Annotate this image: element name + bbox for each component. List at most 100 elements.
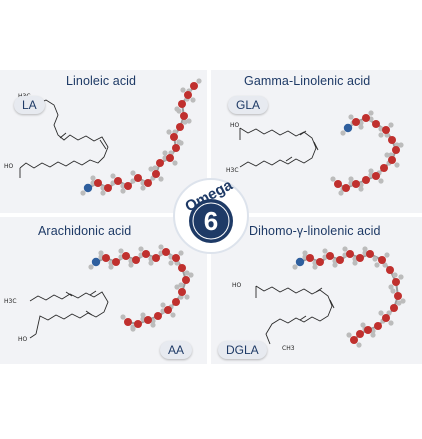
gla-hydrogen-atom <box>338 190 344 196</box>
la-hydrogen-atom <box>186 118 192 124</box>
la-carbon-atom <box>156 159 164 167</box>
dgla-hydrogen-atom <box>322 248 328 254</box>
la-carbon-atom <box>178 100 186 108</box>
dgla-hydrogen-atom <box>370 332 376 338</box>
gla-carbon-atom <box>380 164 388 172</box>
la-carbon-atom <box>124 182 132 190</box>
la-abbr-badge: LA <box>14 96 45 114</box>
aa-carbon-atom <box>182 276 190 284</box>
dgla-carbon-atom <box>394 292 402 300</box>
la-double-bond-2 <box>99 139 107 150</box>
la-hydrogen-atom <box>152 165 158 171</box>
dgla-carbon-atom <box>392 278 400 286</box>
aa-carbon-atom <box>134 320 142 328</box>
dgla-hydrogen-atom <box>390 288 396 294</box>
aa-tail-label: HO <box>18 336 28 343</box>
dgla-hydrogen-atom <box>312 264 318 270</box>
la-carbon-atom <box>176 123 184 131</box>
la-carbon-atom <box>152 170 160 178</box>
dgla-carbon-atom <box>378 256 386 264</box>
gla-hydrogen-atom <box>394 162 400 168</box>
dgla-carbon-atom <box>366 250 374 258</box>
aa-carbon-atom <box>152 254 160 262</box>
gla-double-bond-2 <box>313 141 319 151</box>
la-hydrogen-atom <box>140 185 146 191</box>
la-hydrogen-atom <box>130 170 136 176</box>
gla-double-bond <box>299 130 307 136</box>
dgla-carbon-atom <box>336 256 344 264</box>
dgla-double-bond-3 <box>299 315 307 321</box>
la-hydrogen-atom <box>180 87 186 93</box>
dgla-carbon-atom <box>386 266 394 274</box>
aa-carbon-atom <box>164 306 172 314</box>
dgla-oxygen-atom <box>295 257 305 267</box>
gla-hydrogen-atom <box>388 122 394 128</box>
gla-hydrogen-atom <box>398 142 404 148</box>
la-carbon-atom <box>180 112 188 120</box>
la-skeleton <box>19 98 109 169</box>
dgla-hydrogen-atom <box>346 332 352 338</box>
dgla-hydrogen-atom <box>384 252 390 258</box>
skeletal-formulas <box>19 98 335 345</box>
aa-hydrogen-atom <box>130 324 136 330</box>
la-name: Linoleic acid <box>66 74 137 88</box>
gla-name: Gamma-Linolenic acid <box>244 74 371 88</box>
ball-and-stick-models <box>80 78 406 348</box>
la-carbon-atom <box>134 174 142 182</box>
la-carbon-atom <box>184 91 192 99</box>
dgla-hydrogen-atom <box>400 298 406 304</box>
dgla-hydrogen-atom <box>360 322 366 328</box>
aa-double-bond-2 <box>89 290 97 296</box>
la-hydrogen-atom <box>196 78 202 84</box>
dgla-hydrogen-atom <box>292 264 298 270</box>
dgla-carbon-atom <box>346 250 354 258</box>
aa-hydrogen-atom <box>88 264 94 270</box>
gla-hydrogen-atom <box>340 130 346 136</box>
aa-carbon-atom <box>122 252 130 260</box>
aa-hydrogen-atom <box>128 262 134 268</box>
la-hydrogen-atom <box>90 175 96 181</box>
dgla-hydrogen-atom <box>362 246 368 252</box>
gla-carbon-atom <box>392 146 400 154</box>
dgla-double-bond-2 <box>329 299 335 309</box>
la-hydrogen-atom <box>166 129 172 135</box>
panel-arachidonic-acid <box>0 217 207 364</box>
aa-ball-stick-model <box>88 244 194 332</box>
gla-carbon-atom <box>342 184 350 192</box>
gla-head-label: HO <box>230 122 240 129</box>
dgla-hydrogen-atom <box>388 284 394 290</box>
la-oxygen-atom <box>83 183 93 193</box>
aa-hydrogen-atom <box>178 282 184 288</box>
dgla-carbon-atom <box>306 254 314 262</box>
gla-carbon-atom <box>388 156 396 164</box>
gla-hydrogen-atom <box>378 132 384 138</box>
dgla-carbon-atom <box>316 258 324 266</box>
dgla-hydrogen-atom <box>302 250 308 256</box>
la-hydrogen-atom <box>162 150 168 156</box>
aa-carbon-atom <box>172 254 180 262</box>
dgla-tail-label: CH3 <box>282 345 295 352</box>
dgla-hydrogen-atom <box>332 262 338 268</box>
la-hydrogen-atom <box>158 176 164 182</box>
gla-hydrogen-atom <box>368 110 374 116</box>
aa-carbon-atom <box>162 248 170 256</box>
gla-hydrogen-atom <box>378 178 384 184</box>
gla-ball-stick-model <box>330 110 404 196</box>
la-hydrogen-atom <box>174 106 180 112</box>
aa-hydrogen-atom <box>178 250 184 256</box>
dgla-hydrogen-atom <box>386 310 392 316</box>
dgla-name: Dihomo-γ-linolenic acid <box>249 224 381 238</box>
dgla-hydrogen-atom <box>342 246 348 252</box>
la-hydrogen-atom <box>182 119 188 125</box>
la-hydrogen-atom <box>100 190 106 196</box>
la-hydrogen-atom <box>110 173 116 179</box>
aa-abbr-badge: AA <box>160 341 193 359</box>
dgla-double-bond <box>315 287 323 293</box>
dgla-abbr-badge: DGLA <box>218 341 267 359</box>
aa-carbon-atom <box>178 288 186 296</box>
dgla-hydrogen-atom <box>372 256 378 262</box>
aa-carboxyl <box>29 333 37 339</box>
gla-hydrogen-atom <box>330 176 336 182</box>
dgla-carbon-atom <box>374 322 382 330</box>
la-hydrogen-atom <box>80 190 86 196</box>
